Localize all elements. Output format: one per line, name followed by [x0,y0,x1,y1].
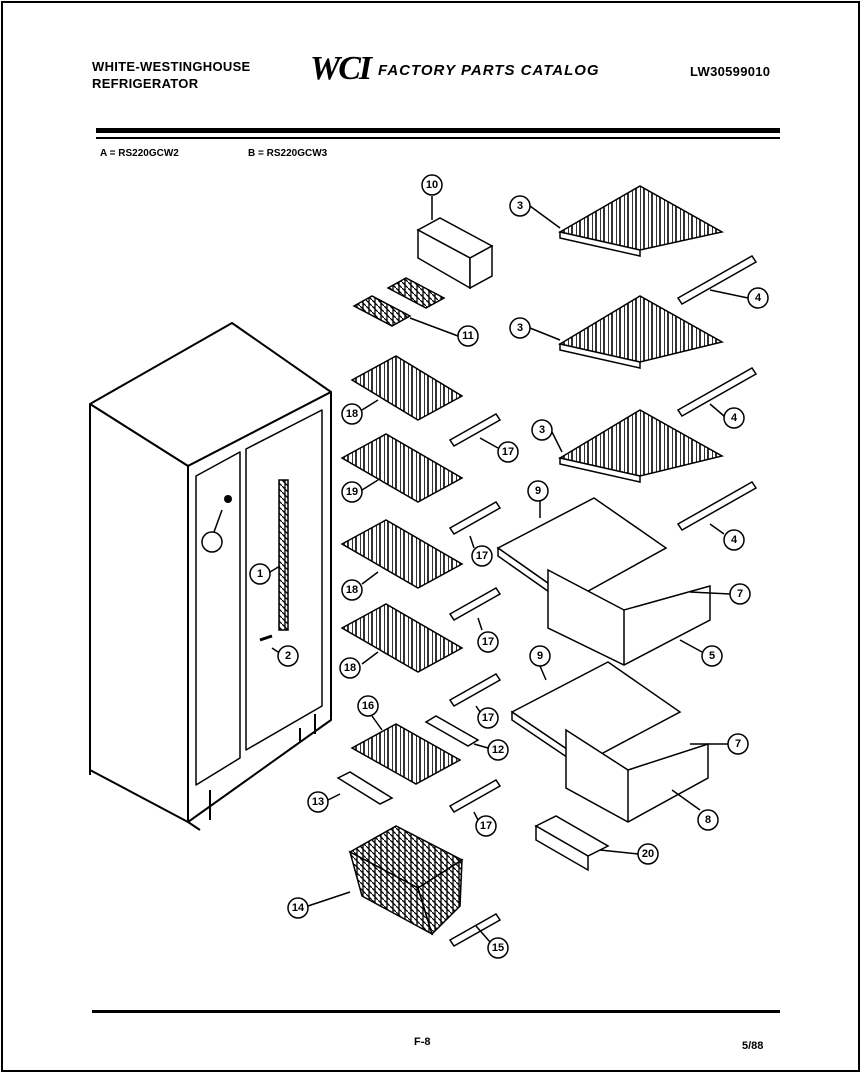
callout-10 [421,174,443,220]
callout-label: 5 [709,650,715,662]
callout-label: 17 [482,636,494,648]
callout-label: 10 [426,179,438,191]
callout-label: 18 [346,408,358,420]
callout-label: 17 [482,712,494,724]
callout-4b [709,403,745,429]
small-part-2 [259,634,273,642]
callout-label: 3 [517,200,523,212]
callout-20 [599,843,659,865]
fresh-food-shelves [557,185,725,483]
callout-19b [201,509,223,553]
header-rule-thick [96,128,780,133]
callout-label: 3 [517,322,523,334]
callout-label: 4 [731,412,738,424]
callout-3c [531,419,563,453]
callout-label: 8 [705,814,711,826]
callout-13 [307,791,341,813]
callout-17d [475,705,499,729]
callout-label: 18 [344,662,356,674]
callout-label: 20 [642,848,654,860]
callout-label: 17 [476,550,488,562]
freezer-shelves [340,355,464,785]
callout-3b [509,317,561,341]
callout-labels: 10 3 4 11 3 4 18 17 19 3 4 9 17 18 1 7 5… [257,179,762,954]
brand-line-1: WHITE-WESTINGHOUSE [92,59,251,74]
callout-7b [690,733,749,755]
callout-18b [341,571,379,601]
page-number: F-8 [414,1036,431,1048]
callout-16 [357,695,383,731]
doc-number: LW30599010 [690,64,771,79]
callout-9b [529,645,551,681]
callout-label: 3 [539,424,545,436]
callout-label: 9 [535,485,541,497]
callout-12 [473,739,509,761]
callout-label: 14 [292,902,305,914]
callout-label: 4 [755,292,762,304]
callout-label: 16 [362,700,374,712]
callout-2 [271,645,299,667]
catalog-title: FACTORY PARTS CATALOG [378,62,600,79]
callout-label: 17 [502,446,514,458]
callout-14 [287,891,351,919]
callout-18c [339,651,379,679]
callout-label: 7 [735,738,741,750]
callout-label: 15 [492,942,504,954]
callout-4a [709,287,769,309]
model-a: A = RS220GCW2 [100,148,179,159]
crisper-assemblies [496,497,711,823]
callout-label: 4 [731,534,738,546]
callout-17b [469,535,493,567]
callout-17c [477,617,499,653]
misc-parts [336,715,610,872]
freezer-basket [348,825,464,936]
freezer-shelf-trims [448,413,502,947]
shelf-rail [278,479,289,631]
callout-1 [249,563,281,585]
small-part-19 [224,495,232,503]
callout-4c [709,523,745,551]
callout-label: 19 [346,486,358,498]
wci-logo: WCI [310,50,372,87]
callout-17e [473,811,497,837]
callout-18a [341,399,379,425]
callout-label: 9 [537,650,543,662]
callout-label: 1 [257,568,263,580]
callout-circles [201,174,769,959]
callout-label: 7 [737,588,743,600]
callout-label: 18 [346,584,358,596]
callout-11 [409,317,479,347]
model-b: B = RS220GCW3 [248,148,328,159]
revision-date: 5/88 [742,1040,764,1052]
callout-label: 2 [285,650,291,662]
callout-9a [527,480,549,518]
callout-label: 13 [312,796,324,808]
ice-bin-and-trays [352,217,494,327]
callout-label: 12 [492,744,504,756]
shelf-trim-bars [676,255,758,531]
callout-19a [341,479,379,503]
callout-5 [679,639,723,667]
callout-3a [509,195,561,229]
callout-label: 17 [480,820,492,832]
callout-8 [671,789,719,831]
callout-7a [689,583,751,605]
callout-label: 11 [462,330,474,342]
header-rule-thin [96,137,780,139]
callout-17a [479,437,519,463]
brand-line-2: REFRIGERATOR [92,76,199,91]
callout-15 [475,925,509,959]
footer-rule [92,1010,780,1013]
refrigerator-cabinet [89,322,332,831]
